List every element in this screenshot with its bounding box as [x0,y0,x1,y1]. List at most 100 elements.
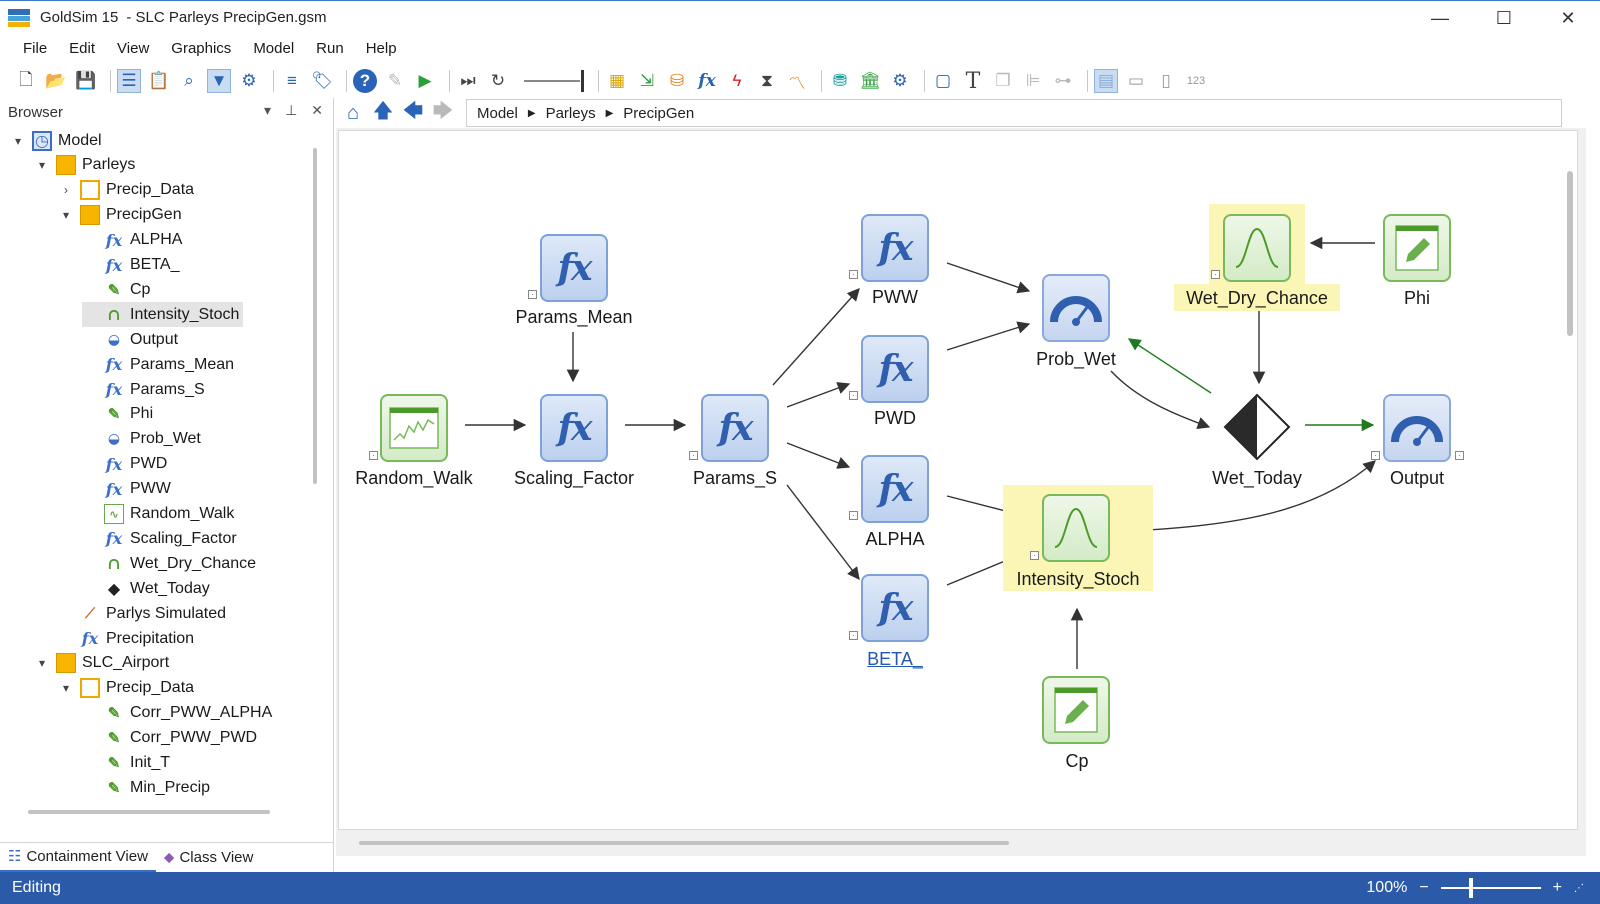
tree-item-wet-dry-chance[interactable]: ∩Wet_Dry_Chance [82,551,256,576]
collapse-chevron-icon[interactable]: ▾ [62,681,70,696]
zoom-in-button[interactable]: + [1552,879,1562,896]
browser-close-icon[interactable]: ✕ [311,102,323,118]
settings-gear-icon[interactable]: ⚙ [241,71,257,90]
cp-node[interactable] [1042,676,1110,744]
beta-node[interactable]: fx [861,574,929,642]
zoom-slider-thumb[interactable] [1468,878,1473,898]
wet-dry-chance-node[interactable] [1223,214,1291,282]
open-folder-icon[interactable]: 📂 [45,71,67,90]
zoom-slider[interactable] [1440,878,1541,898]
scaling-factor-node[interactable]: fx [540,394,608,462]
text-tool-icon[interactable]: T [965,68,981,94]
function-fx-icon[interactable]: fx [698,71,716,91]
run-icon[interactable]: ▶ [418,71,432,90]
step-icon[interactable]: ⏭ [460,71,476,90]
node-port-icon[interactable]: · [369,451,378,460]
align-icon[interactable]: ⊫ [1025,71,1041,90]
tree-item-parleys[interactable]: ▾Parleys [34,153,135,178]
params-s-node[interactable]: fx [701,394,769,462]
menu-graphics[interactable]: Graphics [171,39,232,57]
collapse-chevron-icon[interactable]: ▾ [62,208,70,223]
tree-item-wet-today[interactable]: ◆Wet_Today [82,576,210,601]
tree-item-model[interactable]: ▾◷Model [10,128,102,153]
node-port-icon[interactable]: · [849,270,858,279]
menu-edit[interactable]: Edit [69,39,96,57]
beta-label[interactable]: BETA_ [867,649,923,669]
home-icon[interactable]: ⌂ [346,101,360,124]
tree-item-prob-wet[interactable]: ◒Prob_Wet [82,427,201,452]
run-speed-slider[interactable] [524,70,584,92]
node-port-icon[interactable]: · [1455,451,1464,460]
node-port-icon[interactable]: · [849,631,858,640]
tree-item-corr-pww-pwd[interactable]: ✎Corr_PWW_PWD [82,726,257,751]
tree-item-cp[interactable]: ✎Cp [82,277,151,302]
time-history-icon[interactable]: 〽 [788,73,806,93]
filter-icon[interactable]: ▼ [207,69,231,93]
collapse-chevron-icon[interactable]: ▾ [38,656,46,671]
random-walk-node[interactable] [380,394,448,462]
new-file-icon[interactable]: 🗋 [19,69,33,89]
canvas-vertical-scrollbar[interactable] [1567,171,1573,336]
canvas-horizontal-scrollbar[interactable] [359,841,1009,845]
breadcrumb-precipgen[interactable]: PrecipGen [623,104,695,122]
container-insert-icon[interactable]: ▦ [608,71,626,90]
tab-containment-view[interactable]: ☷ Containment View [0,842,156,873]
browser-toggle-icon[interactable]: ☰ [117,69,141,93]
tree-item-precip-data[interactable]: ▾Precip_Data [58,676,194,701]
tab-class-view[interactable]: ⬥ Class View [156,843,261,873]
collapse-chevron-icon[interactable]: ▾ [14,133,22,148]
menu-run[interactable]: Run [316,39,344,57]
tree-item-precipgen[interactable]: ▾PrecipGen [58,203,182,228]
pool-icon[interactable]: ⛁ [669,71,685,90]
tree-horizontal-scrollbar[interactable] [28,810,270,814]
breadcrumb-model[interactable]: Model [477,104,518,122]
output-node[interactable] [1383,394,1451,462]
tree-vertical-scrollbar[interactable] [313,148,317,484]
breadcrumb-separator-icon[interactable]: ▶ [527,107,536,119]
show-influences-icon[interactable]: ▤ [1094,69,1118,93]
menu-help[interactable]: Help [365,39,397,57]
menu-model[interactable]: Model [253,39,295,57]
alpha-node[interactable]: fx [861,455,929,523]
node-port-icon[interactable]: · [1371,451,1380,460]
intensity-stoch-node[interactable] [1042,494,1110,562]
prob-wet-node[interactable] [1042,274,1110,342]
minimize-button[interactable]: — [1431,7,1449,28]
label-icon[interactable]: ▯ [1161,71,1171,90]
arrange-icon[interactable]: ❐ [995,71,1011,90]
hourglass-icon[interactable]: ⧗ [761,71,773,90]
node-port-icon[interactable]: · [849,511,858,520]
breadcrumb-separator-icon[interactable]: ▶ [605,107,614,119]
zoom-out-button[interactable]: − [1419,879,1429,896]
params-mean-node[interactable]: fx [540,234,608,302]
model-canvas[interactable]: fx · Params_Mean · Random_Walk fx Scalin… [338,130,1578,845]
tree-item-random-walk[interactable]: ∿Random_Walk [82,502,234,527]
event-lightning-icon[interactable]: ϟ [732,71,742,90]
distribute-icon[interactable]: ⊶ [1054,71,1072,90]
number-format-icon[interactable]: 123 [1186,75,1206,87]
tree-item-precip-data[interactable]: ›Precip_Data [58,178,194,203]
menu-file[interactable]: File [23,39,48,57]
back-arrow-icon[interactable]: 🡄 [402,100,424,122]
tree-item-phi[interactable]: ✎Phi [82,402,153,427]
database-icon[interactable]: ⛃ [832,71,848,90]
node-port-icon[interactable]: · [528,290,537,299]
collapse-chevron-icon[interactable]: ▾ [38,158,46,173]
node-port-icon[interactable]: · [1211,270,1220,279]
phi-node[interactable] [1383,214,1451,282]
edit-mode-icon[interactable]: ✎ [387,71,403,90]
browser-dropdown-icon[interactable]: ▾ [264,102,272,118]
find-icon[interactable]: ⌕ [184,71,194,90]
node-port-icon[interactable]: · [689,451,698,460]
list-icon[interactable]: ≡ [287,71,297,90]
reset-icon[interactable]: ↻ [490,71,506,90]
maximize-button[interactable]: ☐ [1495,7,1513,28]
